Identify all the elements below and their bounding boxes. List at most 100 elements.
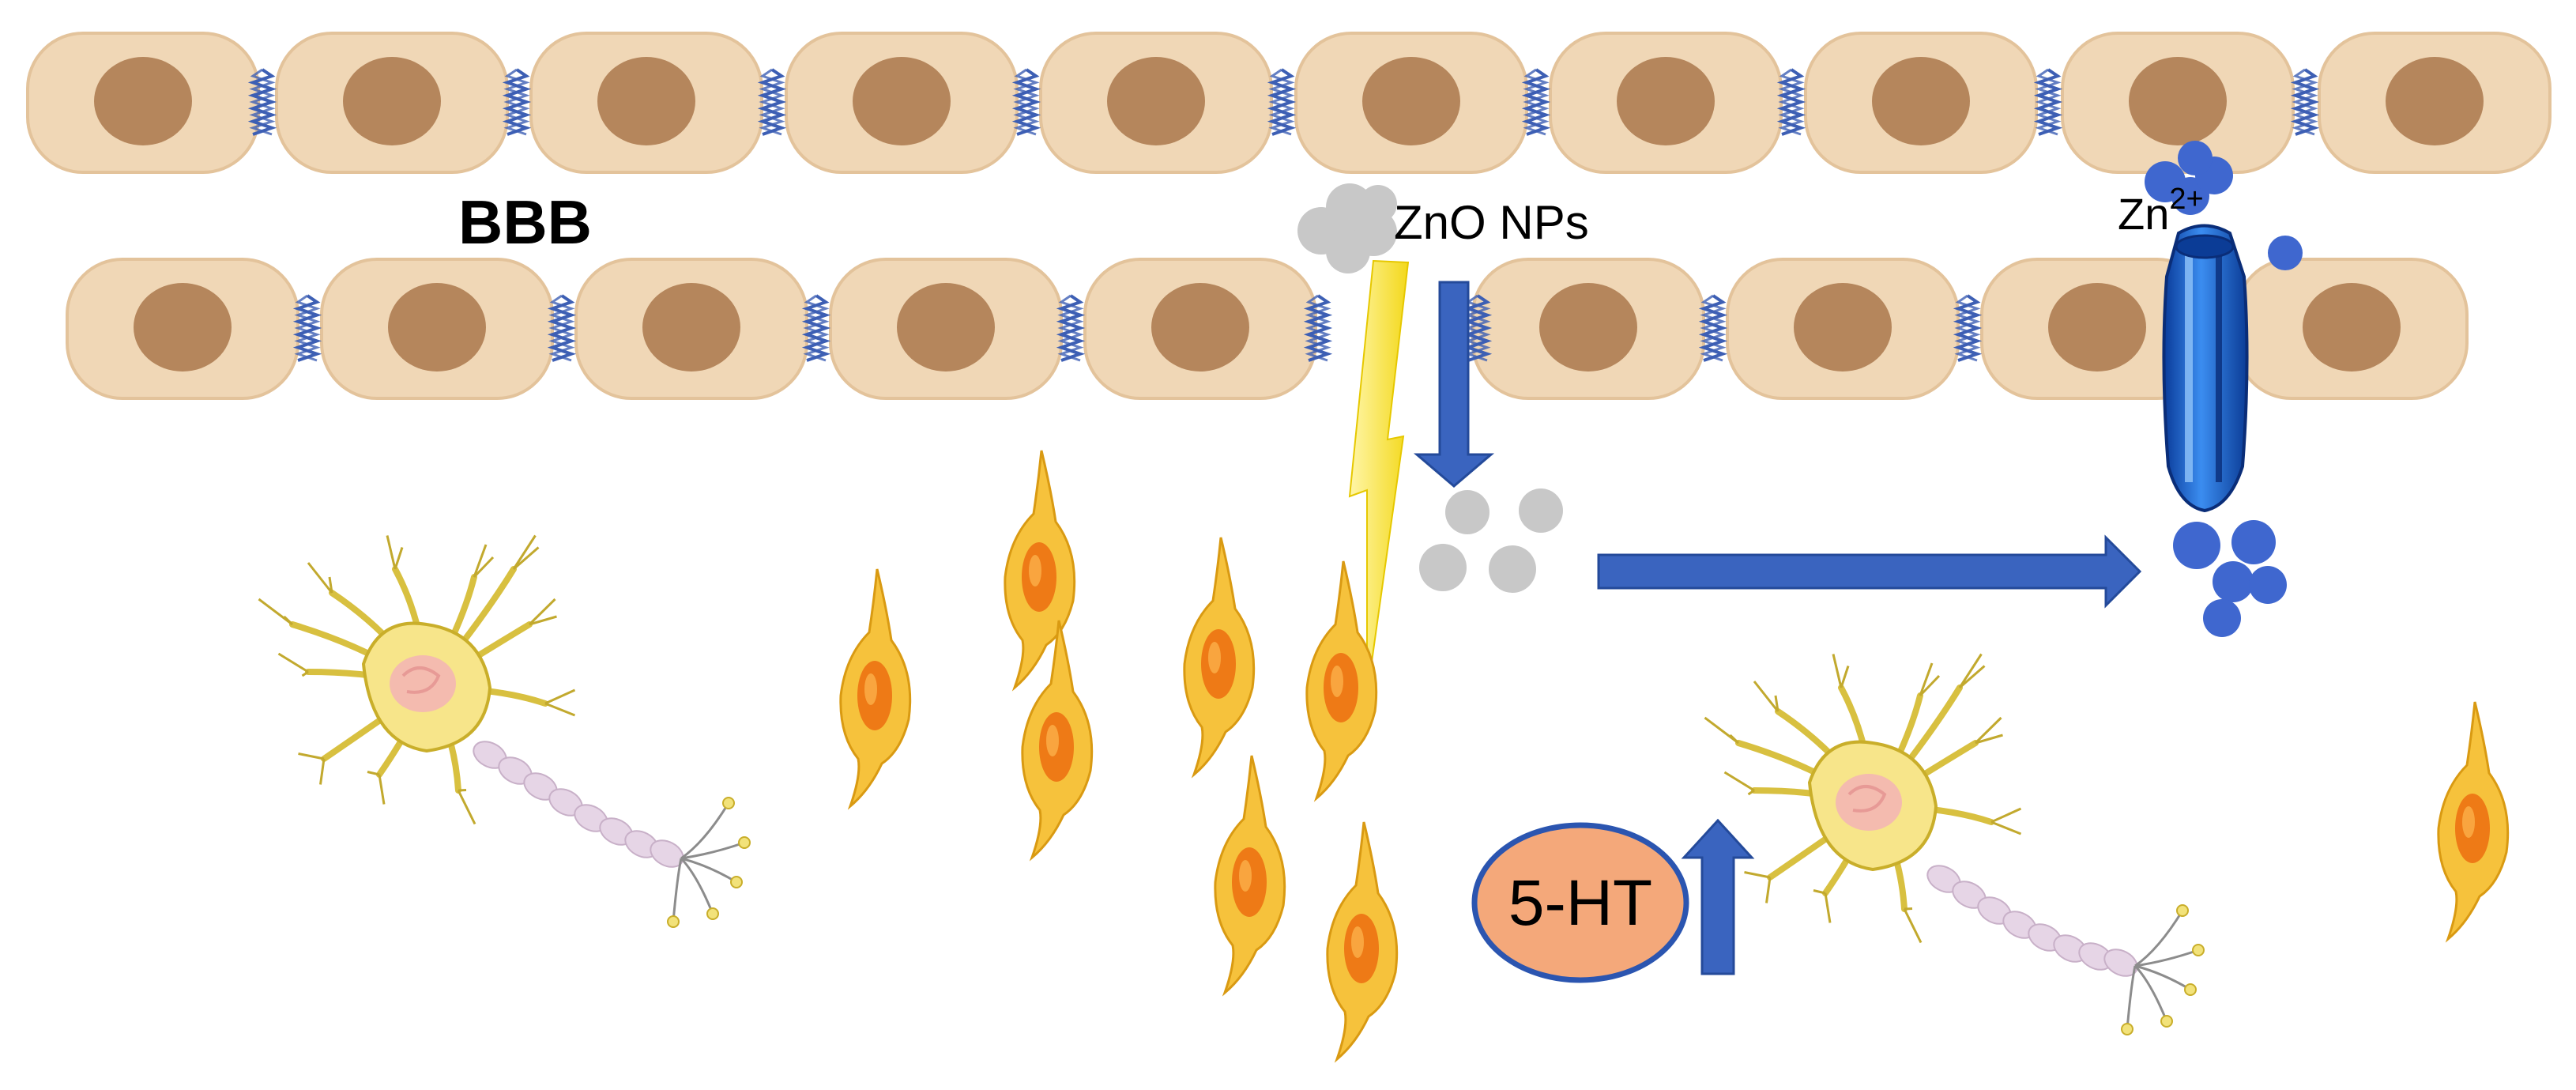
nanoparticle [1326,229,1370,273]
glial-highlight [1208,642,1221,673]
tight-junction [1267,68,1297,136]
zinc-ion-label-base: Zn [2118,189,2169,239]
zno-nanoparticle-cluster [1297,183,1397,273]
glial-highlight [1046,725,1059,756]
cell-nucleus [2048,283,2146,372]
dendrite-branch [298,752,326,785]
nanoparticle [1359,185,1397,223]
dendrite-branch [473,544,495,579]
endothelial-cell [1471,258,1705,400]
tight-junction [1011,68,1041,136]
synaptic-bouton [2192,944,2205,956]
tight-junction [1523,68,1550,136]
tight-junction [1953,294,1983,362]
glial-highlight [864,673,877,705]
synaptic-bouton [2160,1015,2173,1028]
glial-cell [1183,537,1256,779]
dendrite-branch [1903,907,1923,944]
dendrite-branch [1974,716,2003,745]
axon-terminal [680,841,745,860]
synaptic-bouton [2121,1023,2133,1035]
tight-junction [547,294,577,362]
nanoparticle [1419,544,1467,591]
synaptic-bouton [706,907,719,920]
tight-junction [2033,68,2063,136]
endothelial-cell [1039,32,1273,174]
cell-nucleus [642,283,740,372]
synaptic-bouton [722,797,735,809]
axon-terminal [680,857,714,915]
endothelial-cell [1549,32,1783,174]
dendrite-branch [277,652,309,677]
bbb-label: BBB [458,187,592,257]
cell-nucleus [2386,57,2484,145]
glial-cell [839,568,912,810]
dendrite-branch [367,771,386,805]
zno-nanoparticles-released [1419,488,1563,593]
myelin-segment [650,839,684,868]
axon-terminal [680,802,730,860]
neuron-nucleus [1836,774,1902,831]
endothelial-cell [529,32,763,174]
tight-junction [1698,294,1728,362]
tight-junction [1013,68,1040,136]
arrow-up-icon [1681,818,1755,975]
dendrite-branch [544,688,576,717]
endothelial-cell [1083,258,1317,400]
cell-nucleus [1872,57,1970,145]
axon-terminal [2126,965,2137,1030]
glial-highlight [1331,666,1343,697]
synaptic-bouton [730,876,743,888]
dendrite-branch [528,598,557,626]
endothelial-cell [66,258,299,400]
tight-junction [757,68,787,136]
zinc-ion [2203,599,2241,637]
cell-nucleus [853,57,951,145]
synaptic-bouton [738,836,751,849]
serotonin-badge: 5-HT [1471,822,1689,983]
endothelial-cell [829,258,1063,400]
tight-junction [1303,294,1333,362]
dendrite-branch [1744,871,1772,903]
dendrite-branch [307,562,333,594]
tight-junction [294,294,321,362]
endothelial-cell [26,32,260,174]
tight-junction [249,68,276,136]
endothelial-cell [785,32,1019,174]
dendrite-branch [1919,662,1941,697]
glial-highlight [1029,555,1041,586]
zinc-ion [2231,520,2276,564]
tight-junction [247,68,277,136]
cell-nucleus [388,283,486,372]
endothelial-cell [2318,32,2552,174]
serotonin-label: 5-HT [1508,867,1652,939]
synaptic-bouton [2176,904,2189,917]
zinc-ion [2178,141,2213,175]
dendrite-branch [1832,654,1850,688]
tight-junction [2292,68,2318,136]
tight-junction [2035,68,2062,136]
dendrite-branch [1958,653,1986,689]
tight-junction [759,68,785,136]
myelin-segment [2103,949,2138,977]
axon-terminal [2134,949,2199,967]
dendrite-branch [1723,771,1755,796]
neuron-left [258,534,751,928]
endothelial-cell [1980,258,2214,400]
zinc-ion [2249,566,2287,604]
neuron-nucleolus [1847,785,1887,813]
cell-nucleus [94,57,192,145]
cell-nucleus [1617,57,1715,145]
tight-junction [1057,294,1084,362]
synaptic-bouton [667,915,680,928]
cell-nucleus [1794,283,1892,372]
endothelial-cell [2061,32,2295,174]
zinc-ions [2145,141,2303,637]
tight-junction [1521,68,1551,136]
zinc-ion [2268,236,2303,270]
tight-junction [503,68,530,136]
endothelial-cell [320,258,554,400]
zinc-ion [2173,522,2220,569]
arrow-right-icon [1597,534,2142,609]
